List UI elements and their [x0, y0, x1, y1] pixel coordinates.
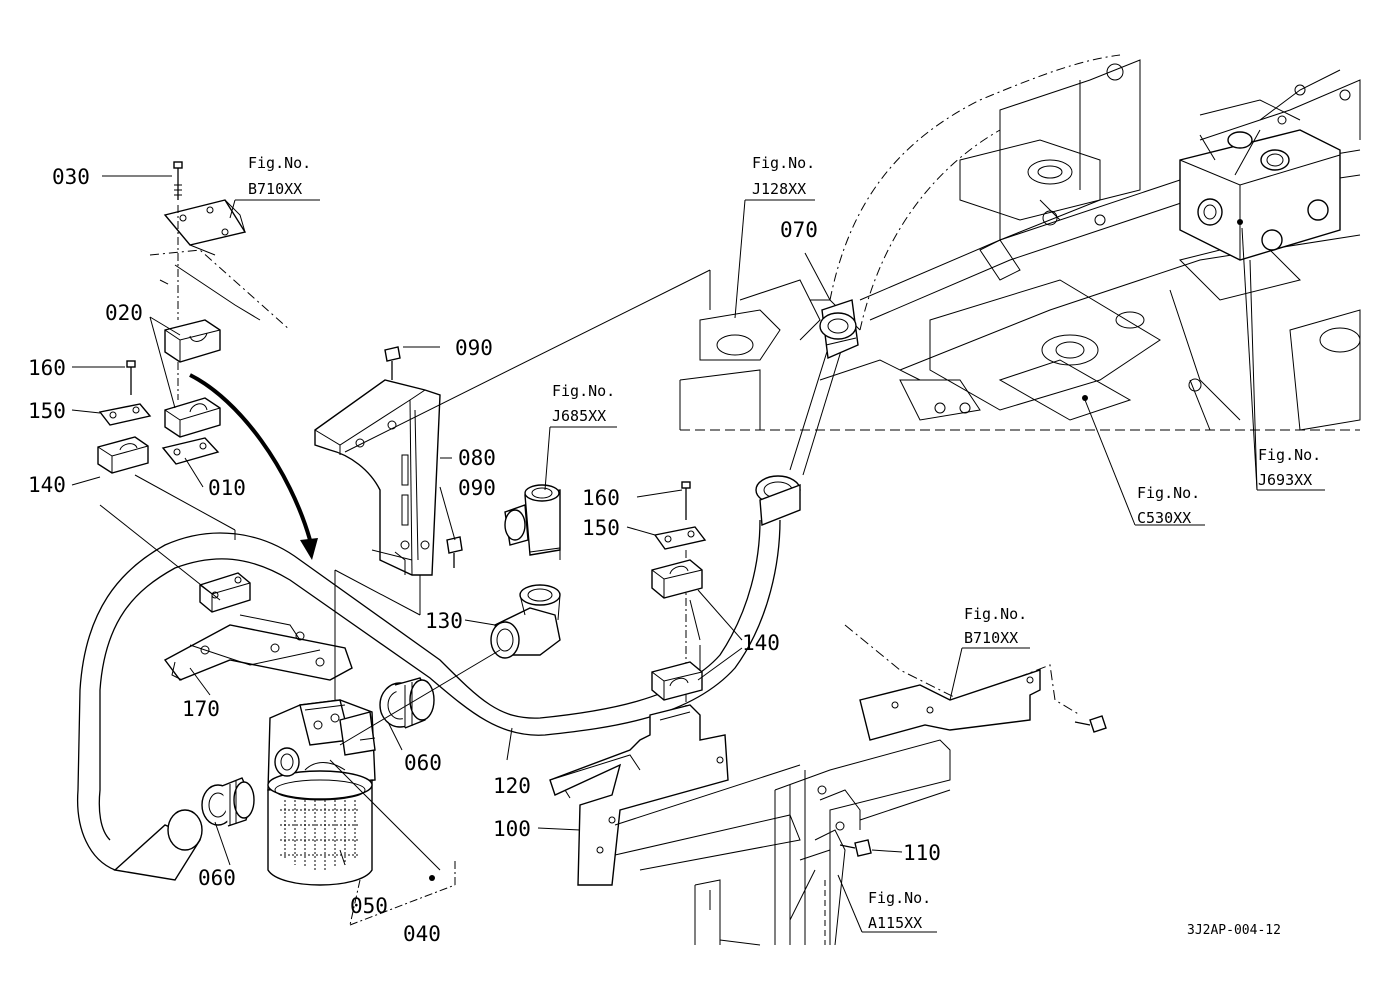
- bolt-030: [173, 161, 183, 200]
- plate-010: [161, 437, 220, 465]
- filter-assembly: [267, 699, 376, 886]
- bracket-080: [314, 379, 441, 576]
- fig-ref-j128: J128XX: [752, 180, 806, 198]
- bolt-090-side: [446, 536, 463, 568]
- figure-references: Fig.No. B710XX Fig.No. J128XX Fig.No. J6…: [248, 154, 1321, 932]
- label-140-right: 140: [742, 631, 780, 655]
- fig-ref-j693: J693XX: [1258, 471, 1312, 489]
- fitting-060-lower: [201, 777, 255, 827]
- bolt-110: [839, 839, 872, 857]
- label-120: 120: [493, 774, 531, 798]
- label-170: 170: [182, 697, 220, 721]
- fig-label-c530: Fig.No.: [1137, 484, 1200, 502]
- fig-ref-a115: A115XX: [868, 914, 922, 932]
- tee-fitting: [504, 484, 561, 560]
- right-frame: [694, 624, 1081, 946]
- frame-bracket-top: [149, 199, 291, 331]
- bolt-160-left: [126, 360, 136, 395]
- label-160-right: 160: [582, 486, 620, 510]
- label-050: 050: [350, 894, 388, 918]
- fig-label-b710-right: Fig.No.: [964, 605, 1027, 623]
- label-020: 020: [105, 301, 143, 325]
- fig-label-b710-top: Fig.No.: [248, 154, 311, 172]
- label-090-top: 090: [455, 336, 493, 360]
- bolt-b710-right: [1074, 715, 1107, 733]
- elbow-130: [490, 584, 561, 659]
- clamp-020-upper: [164, 319, 221, 363]
- bracket-100: [549, 704, 729, 886]
- label-160-left: 160: [28, 356, 66, 380]
- fig-ref-c530: C530XX: [1137, 509, 1191, 527]
- fig-label-j685: Fig.No.: [552, 382, 615, 400]
- reference-lines: [99, 269, 711, 881]
- transmission-case: [679, 54, 1361, 431]
- bolt-160-right: [681, 481, 691, 520]
- fitting-060-upper: [379, 677, 435, 729]
- label-140-left: 140: [28, 473, 66, 497]
- label-150-left: 150: [28, 399, 66, 423]
- label-130: 130: [425, 609, 463, 633]
- label-030: 030: [52, 165, 90, 189]
- label-080: 080: [458, 446, 496, 470]
- label-090-side: 090: [458, 476, 496, 500]
- label-060-upper: 060: [404, 751, 442, 775]
- leader-lines: [71, 129, 1325, 933]
- valve-block: [1179, 99, 1341, 261]
- label-060-lower: 060: [198, 866, 236, 890]
- diagram-code: 3J2AP-004-12: [1187, 923, 1281, 938]
- label-070: 070: [780, 218, 818, 242]
- plate-150-right: [653, 526, 707, 550]
- label-010: 010: [208, 476, 246, 500]
- clamp-020-lower: [164, 397, 221, 438]
- fig-label-a115: Fig.No.: [868, 889, 931, 907]
- bolt-090-top: [384, 346, 401, 380]
- clamp-140-right-a: [651, 559, 703, 599]
- pipe-120: [76, 309, 853, 881]
- fig-ref-b710-top: B710XX: [248, 180, 302, 198]
- plate-150-left: [98, 403, 152, 426]
- clamp-140-left-b: [199, 572, 251, 613]
- label-150-right: 150: [582, 516, 620, 540]
- fig-label-j693: Fig.No.: [1258, 446, 1321, 464]
- fig-ref-j685: J685XX: [552, 407, 606, 425]
- label-040: 040: [403, 922, 441, 946]
- fig-ref-b710-right: B710XX: [964, 629, 1018, 647]
- part-number-labels: 030 020 160 150 010 140 170 090 080 090 …: [28, 165, 941, 946]
- label-100: 100: [493, 817, 531, 841]
- assembly-arrow: [189, 373, 318, 560]
- bracket-170: [163, 614, 353, 681]
- fig-label-j128: Fig.No.: [752, 154, 815, 172]
- adapter-070: [819, 299, 859, 360]
- clamp-140-right-b: [651, 661, 703, 701]
- clamp-140-left-a: [97, 436, 149, 474]
- label-110: 110: [903, 841, 941, 865]
